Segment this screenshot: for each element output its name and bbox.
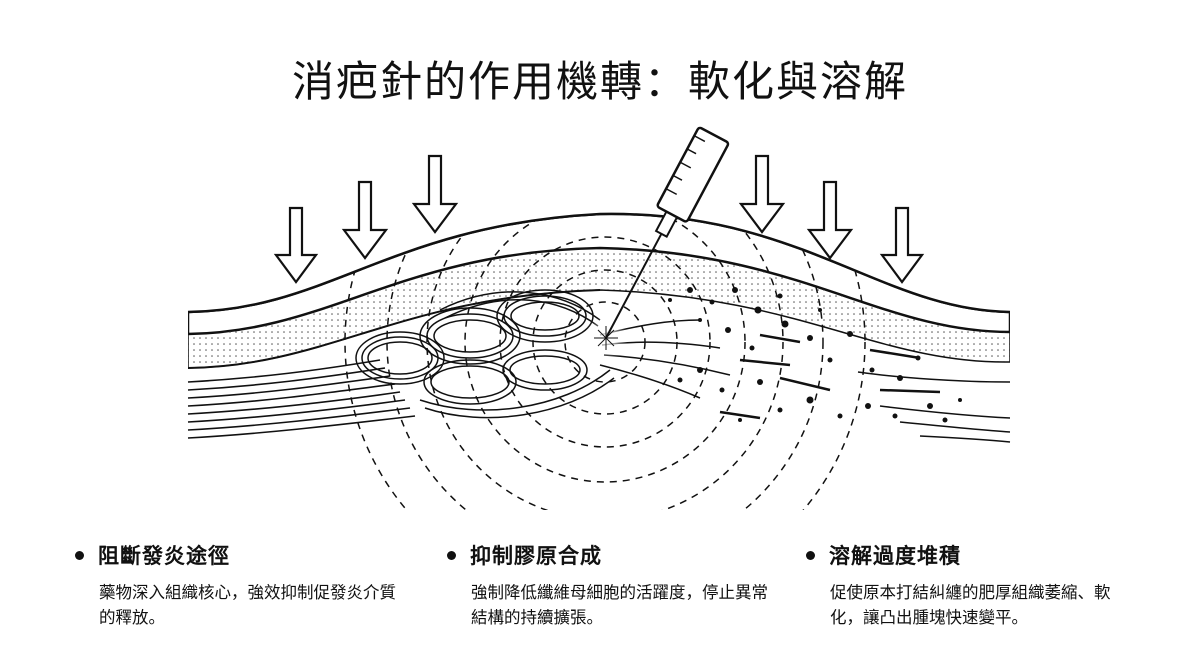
point-collagen-inhibition: 抑制膠原合成 強制降低纖維母細胞的活躍度，停止異常結構的持續擴張。: [447, 540, 777, 630]
arrow-down-icon: [411, 154, 459, 234]
mechanism-illustration: [0, 120, 1200, 510]
scar-knot: [355, 289, 615, 419]
point-heading: 抑制膠原合成: [470, 544, 602, 568]
arrow-down-icon: [738, 154, 786, 234]
page-title: 消疤針的作用機轉：軟化與溶解: [291, 57, 908, 106]
bullet-icon: [75, 550, 84, 560]
arrow-down-icon: [879, 206, 925, 284]
syringe-icon: [605, 126, 730, 339]
skin-layers: [186, 212, 1012, 369]
arrow-down-icon: [341, 180, 389, 260]
pressure-arrows: [273, 154, 925, 284]
bullet-icon: [447, 550, 456, 560]
fiber-bundles: [187, 359, 416, 439]
point-dissolve-buildup: 溶解過度堆積 促使原本打結糾纏的肥厚組織萎縮、軟化，讓凸出腫塊快速變平。: [806, 540, 1136, 630]
point-description: 強制降低纖維母細胞的活躍度，停止異常結構的持續擴張。: [471, 583, 768, 627]
arrow-down-icon: [273, 206, 319, 284]
arrow-down-icon: [806, 180, 854, 260]
point-heading: 溶解過度堆積: [829, 544, 961, 568]
point-description: 藥物深入組織核心，強效抑制促發炎介質的釋放。: [99, 583, 396, 627]
dispersed-particles: [668, 287, 962, 423]
point-description: 促使原本打結糾纏的肥厚組織萎縮、軟化，讓凸出腫塊快速變平。: [830, 583, 1111, 627]
point-anti-inflammation: 阻斷發炎途徑 藥物深入組織核心，強效抑制促發炎介質的釋放。: [75, 540, 405, 630]
point-heading: 阻斷發炎途徑: [98, 544, 230, 568]
bullet-icon: [806, 550, 815, 560]
